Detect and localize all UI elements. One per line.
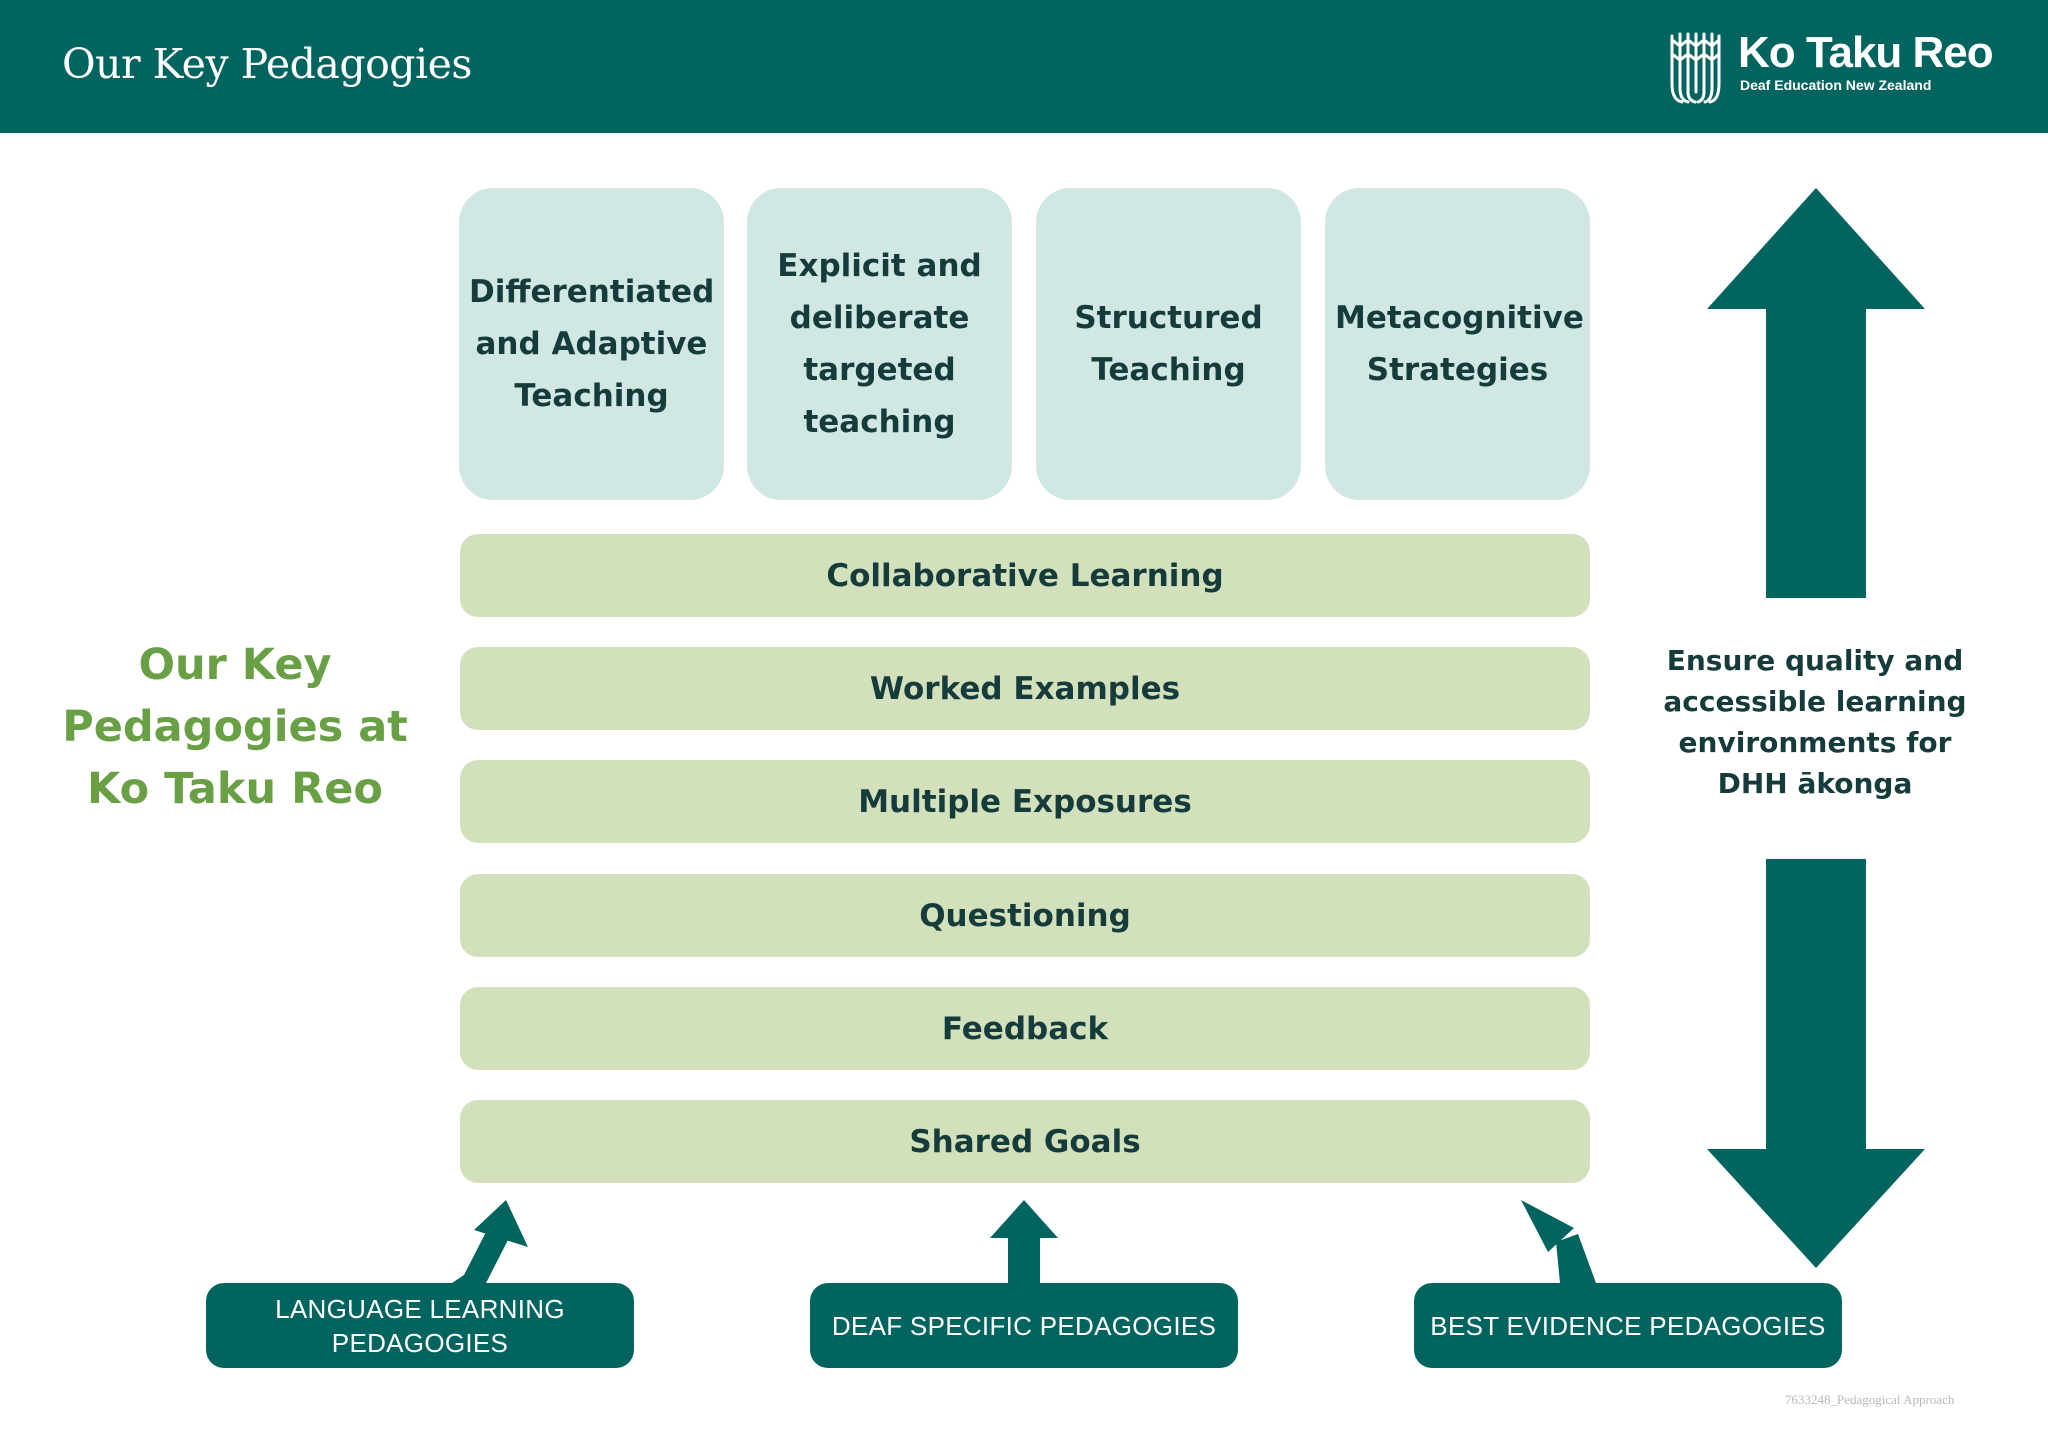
card-label: Explicit and deliberate targeted teachin…: [777, 248, 982, 440]
bar-multiple-exposures: Multiple Exposures: [460, 760, 1590, 843]
bar-label: Shared Goals: [909, 1123, 1141, 1160]
logo-tagline: Deaf Education New Zealand: [1740, 77, 1932, 93]
card-label: Metacognitive Strategies: [1335, 300, 1584, 388]
side-title-line: Pedagogies at: [62, 702, 408, 752]
side-note-line: Ensure quality and: [1666, 644, 1964, 677]
bar-questioning: Questioning: [460, 874, 1590, 957]
bar-label: Questioning: [919, 897, 1131, 934]
logo-name: Ko Taku Reo: [1738, 28, 1994, 77]
ko-taku-reo-logo-mark-icon: [1670, 32, 1721, 104]
bar-label: Worked Examples: [869, 670, 1181, 707]
source-best-evidence: BEST EVIDENCE PEDAGOGIES: [1414, 1283, 1842, 1368]
card-label: Differentiated and Adaptive Teaching: [469, 274, 715, 414]
up-arrow-small-icon: [990, 1200, 1058, 1284]
card-structured-teaching: Structured Teaching: [1036, 188, 1301, 500]
diagonal-arrow-left-icon: [452, 1200, 528, 1283]
card-label: Structured Teaching: [1074, 300, 1263, 388]
down-arrow-icon: [1707, 859, 1925, 1268]
bar-feedback: Feedback: [460, 987, 1590, 1070]
page-title: Our Key Pedagogies: [62, 40, 472, 88]
source-label: DEAF SPECIFIC PEDAGOGIES: [831, 1310, 1217, 1341]
footnote: 7633248_Pedagogical Approach: [1785, 1392, 1955, 1407]
ko-taku-reo-logo: Ko Taku Reo Deaf Education New Zealand: [1668, 28, 2008, 108]
source-label: LANGUAGE LEARNING PEDAGOGIES: [275, 1293, 565, 1358]
card-differentiated-adaptive-teaching: Differentiated and Adaptive Teaching: [459, 188, 724, 500]
bar-label: Feedback: [941, 1010, 1109, 1047]
bar-shared-goals: Shared Goals: [460, 1100, 1590, 1183]
up-arrow-icon: [1707, 188, 1925, 598]
bar-collaborative-learning: Collaborative Learning: [460, 534, 1590, 617]
side-title: Our Key Pedagogies at Ko Taku Reo: [60, 634, 410, 820]
bar-worked-examples: Worked Examples: [460, 647, 1590, 730]
side-title-line: Our Key: [138, 640, 332, 690]
side-title-line: Ko Taku Reo: [87, 764, 383, 814]
bar-label: Multiple Exposures: [858, 783, 1192, 820]
side-note-line: accessible learning: [1663, 685, 1967, 718]
source-label: BEST EVIDENCE PEDAGOGIES: [1430, 1310, 1826, 1341]
header-bar: Our Key Pedagogies Ko Taku Reo Deaf Educ…: [0, 0, 2048, 133]
side-note: Ensure quality and accessible learning e…: [1650, 640, 1980, 804]
card-metacognitive-strategies: Metacognitive Strategies: [1325, 188, 1590, 500]
source-deaf-specific: DEAF SPECIFIC PEDAGOGIES: [810, 1283, 1238, 1368]
side-note-line: DHH ākonga: [1717, 767, 1913, 800]
diagonal-arrow-right-icon: [1521, 1200, 1596, 1283]
bar-label: Collaborative Learning: [826, 557, 1224, 594]
side-note-line: environments for: [1678, 726, 1952, 759]
card-explicit-deliberate-teaching: Explicit and deliberate targeted teachin…: [747, 188, 1012, 500]
source-language-learning: LANGUAGE LEARNING PEDAGOGIES: [206, 1283, 634, 1368]
